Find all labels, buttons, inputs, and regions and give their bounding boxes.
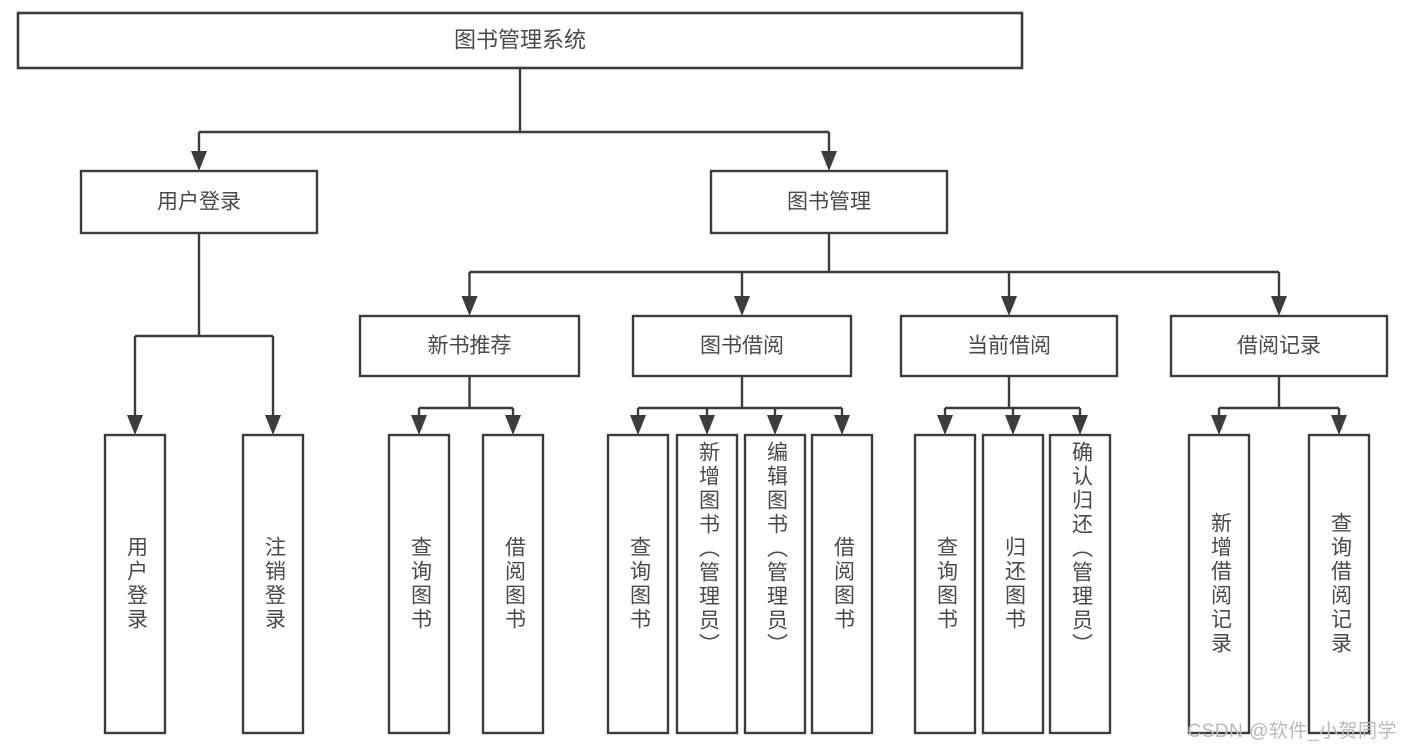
level3-node-2-label: 当前借阅 bbox=[967, 335, 1051, 358]
leaf-node-3[interactable] bbox=[481, 433, 545, 735]
current-to-leaves-arrowhead-0 bbox=[937, 415, 953, 435]
leaf-node-5-outline bbox=[675, 433, 739, 735]
leaf-node-3-outline bbox=[481, 433, 545, 735]
leaf-node-0[interactable] bbox=[103, 433, 167, 735]
leaf-node-10-outline bbox=[1048, 433, 1112, 735]
leaf-node-2[interactable] bbox=[387, 433, 451, 735]
leaf-node-6-outline bbox=[743, 433, 807, 735]
book-mgmt-to-level3-arrowhead-3 bbox=[1271, 296, 1287, 316]
connector-layer bbox=[127, 68, 1347, 435]
book-mgmt-to-level3-arrowhead-1 bbox=[734, 296, 750, 316]
leaf-node-9[interactable] bbox=[981, 433, 1045, 735]
leaf-node-6[interactable] bbox=[743, 433, 807, 735]
leaf-node-8-outline bbox=[913, 433, 977, 735]
borrow-to-leaves-arrowhead-0 bbox=[630, 415, 646, 435]
level3-node-3-label: 借阅记录 bbox=[1237, 335, 1321, 358]
level3-node-1[interactable]: 图书借阅 bbox=[631, 314, 853, 378]
book-mgmt-to-level3-arrowhead-0 bbox=[461, 296, 478, 316]
level3-node-1-label: 图书借阅 bbox=[700, 335, 784, 358]
level3-node-2-outline bbox=[899, 314, 1119, 378]
current-to-leaves-arrowhead-2 bbox=[1072, 415, 1088, 435]
leaf-node-9-outline bbox=[981, 433, 1045, 735]
records-to-leaves-arrowhead-1 bbox=[1331, 415, 1347, 435]
leaf-node-10[interactable] bbox=[1048, 433, 1112, 735]
leaf-node-1-outline bbox=[241, 433, 305, 735]
leaf-node-11-outline bbox=[1187, 433, 1251, 735]
level3-node-2[interactable]: 当前借阅 bbox=[899, 314, 1119, 378]
root-to-level2-arrowhead-0 bbox=[191, 151, 207, 171]
level2-node-0-label: 用户登录 bbox=[157, 191, 241, 214]
level2-node-1-label: 图书管理 bbox=[787, 191, 871, 214]
leaf-node-5[interactable] bbox=[675, 433, 739, 735]
user-login-to-leaves-arrowhead-0 bbox=[127, 415, 143, 435]
level3-node-3[interactable]: 借阅记录 bbox=[1169, 314, 1389, 378]
leaf-node-2-outline bbox=[387, 433, 451, 735]
leaf-node-12-outline bbox=[1307, 433, 1371, 735]
book-mgmt-to-level3-arrowhead-2 bbox=[1001, 296, 1017, 316]
root-node-book-management-system-outline bbox=[16, 11, 1024, 70]
user-login-to-leaves-arrowhead-1 bbox=[265, 415, 281, 435]
level2-node-0-outline bbox=[79, 169, 319, 235]
leaf-node-4[interactable] bbox=[606, 433, 670, 735]
leaf-node-0-outline bbox=[103, 433, 167, 735]
level2-node-1-outline bbox=[709, 169, 949, 235]
new-books-to-leaves-arrowhead-1 bbox=[505, 415, 521, 435]
watermark: CSDN @软件_小贺同学 bbox=[1187, 721, 1397, 742]
level3-node-0-label: 新书推荐 bbox=[428, 335, 512, 358]
leaf-node-1[interactable] bbox=[241, 433, 305, 735]
borrow-to-leaves-arrowhead-2 bbox=[767, 415, 783, 435]
level3-node-3-outline bbox=[1169, 314, 1389, 378]
root-node-book-management-system[interactable]: 图书管理系统 bbox=[16, 11, 1024, 70]
records-to-leaves-arrowhead-0 bbox=[1211, 415, 1227, 435]
leaf-node-12[interactable] bbox=[1307, 433, 1371, 735]
borrow-to-leaves-arrowhead-3 bbox=[834, 415, 850, 435]
leaf-node-8[interactable] bbox=[913, 433, 977, 735]
leaf-node-4-outline bbox=[606, 433, 670, 735]
leaf-node-7[interactable] bbox=[810, 433, 874, 735]
leaf-node-7-outline bbox=[810, 433, 874, 735]
borrow-to-leaves-arrowhead-1 bbox=[699, 415, 715, 435]
level2-node-0[interactable]: 用户登录 bbox=[79, 169, 319, 235]
level3-node-1-outline bbox=[631, 314, 853, 378]
current-to-leaves-arrowhead-1 bbox=[1005, 415, 1021, 435]
root-to-level2-arrowhead-1 bbox=[821, 151, 837, 171]
root-node-book-management-system-label: 图书管理系统 bbox=[454, 27, 586, 52]
leaf-node-11[interactable] bbox=[1187, 433, 1251, 735]
level2-node-1[interactable]: 图书管理 bbox=[709, 169, 949, 235]
new-books-to-leaves-arrowhead-0 bbox=[411, 415, 427, 435]
level3-node-0-outline bbox=[358, 314, 581, 378]
level3-node-0[interactable]: 新书推荐 bbox=[358, 314, 581, 378]
